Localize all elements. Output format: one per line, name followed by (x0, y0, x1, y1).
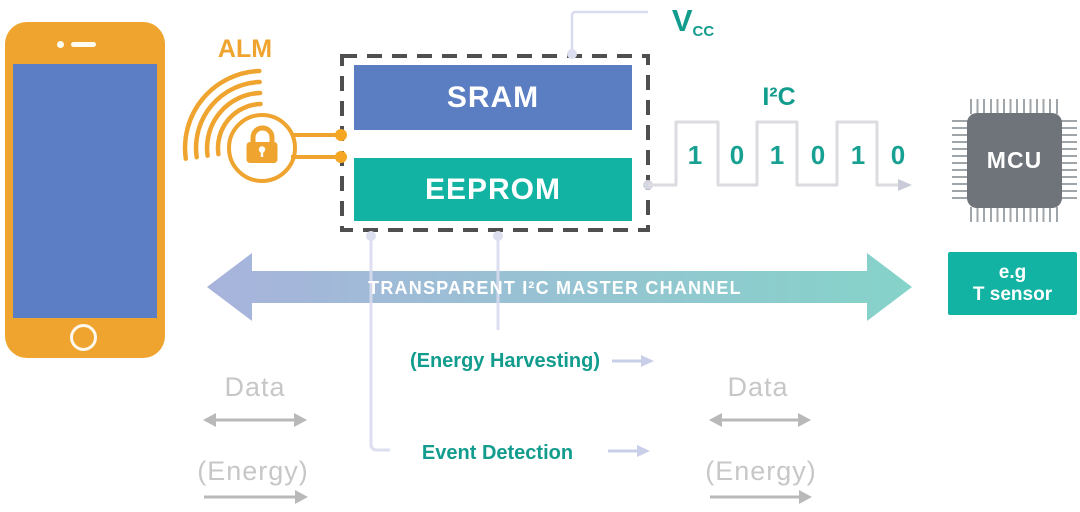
data-label-left: Data (224, 371, 286, 402)
connector-dot-bottom (335, 151, 347, 163)
data-arrow-right (709, 413, 811, 427)
i2c-bit: 0 (729, 140, 745, 170)
phone-speaker (71, 42, 96, 47)
drop-dot-left (366, 231, 376, 241)
phone-camera-dot (57, 41, 64, 48)
alm-label: ALM (217, 34, 273, 63)
vcc-subscript: CC (692, 23, 715, 40)
mcu-chip-icon: MCU (967, 113, 1062, 208)
data-arrow-left (203, 413, 307, 427)
memory-module-dashed-border (340, 54, 650, 232)
smartphone-icon (5, 22, 165, 358)
phone-screen (13, 64, 157, 318)
annotation-drop-lines (369, 240, 500, 452)
channel-arrow-label: TRANSPARENT I²C MASTER CHANNEL (368, 277, 742, 298)
connector-dot-top (335, 129, 347, 141)
energy-label-left: (Energy) (197, 455, 309, 486)
mcu-pins-top (970, 99, 1060, 114)
energy-label-right: (Energy) (705, 455, 817, 486)
lock-icon (227, 113, 297, 183)
channel-arrow (207, 253, 912, 321)
sensor-box: e.g T sensor (948, 252, 1077, 315)
data-label-right: Data (727, 371, 789, 402)
energy-harvesting-arrow (612, 355, 654, 367)
mcu-pins-right (1061, 120, 1077, 202)
vcc-main: V (671, 3, 693, 38)
i2c-label: I²C (762, 82, 796, 111)
eeprom-block: EEPROM (354, 158, 632, 221)
i2c-bit: 1 (687, 140, 703, 170)
lock-memory-connectors (291, 133, 336, 159)
wireless-signal-icon (182, 68, 263, 161)
sensor-line1: e.g (998, 261, 1027, 283)
energy-arrow-left (204, 490, 308, 504)
i2c-bit: 1 (769, 140, 785, 170)
energy-harvesting-label: (Energy Harvesting) (409, 349, 601, 372)
i2c-bit: 0 (810, 140, 826, 170)
mcu-pins-bottom (970, 207, 1060, 222)
drop-dot-right (493, 231, 503, 241)
sensor-line2: T sensor (972, 283, 1053, 305)
phone-home-button (70, 324, 97, 351)
i2c-bit: 0 (890, 140, 906, 170)
event-detection-arrow (608, 445, 650, 457)
i2c-bit: 1 (850, 140, 866, 170)
event-detection-label: Event Detection (421, 441, 574, 464)
sram-block: SRAM (354, 65, 632, 130)
energy-arrow-right (710, 490, 812, 504)
mcu-pins-left (952, 120, 968, 202)
vcc-connector-line (570, 10, 648, 50)
vcc-connection-dot (567, 49, 577, 59)
i2c-waveform (643, 120, 912, 191)
